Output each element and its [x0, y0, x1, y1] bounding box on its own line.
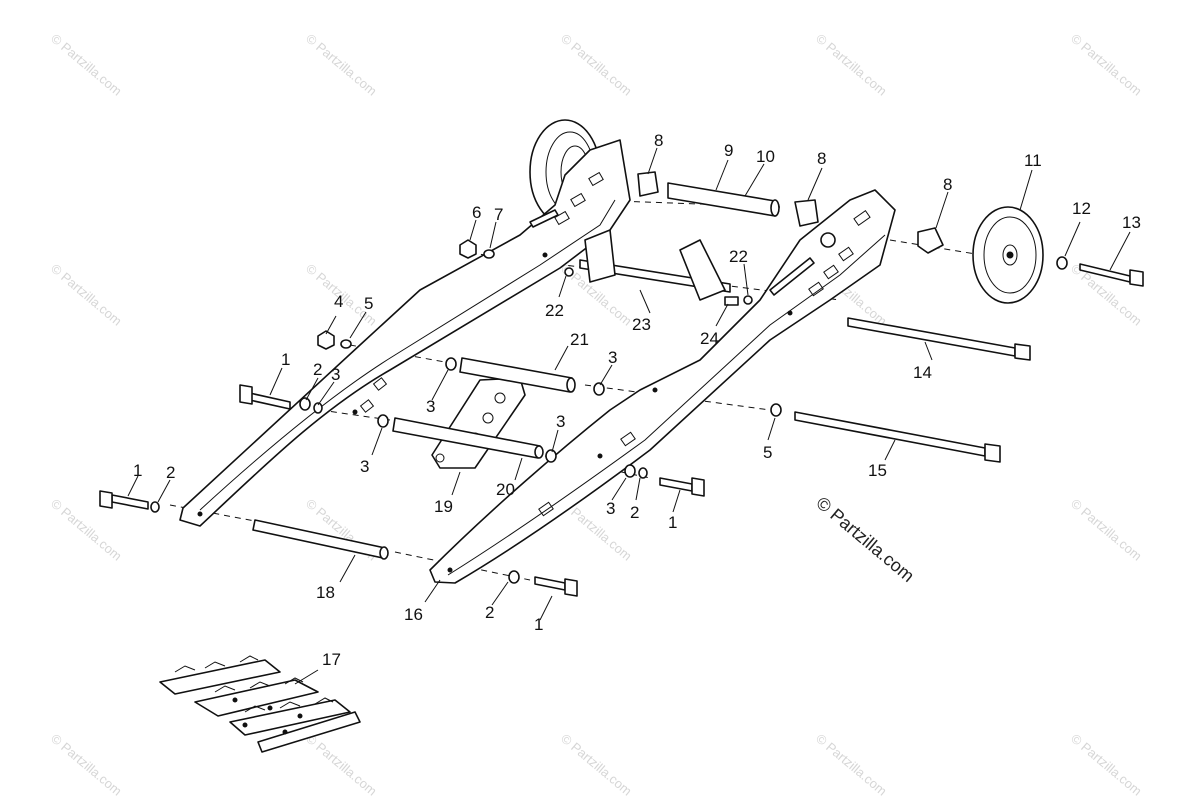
callout-19: 19: [434, 497, 453, 516]
top-shaft: [637, 171, 944, 254]
callout-11: 11: [1024, 151, 1042, 170]
callout-10: 10: [756, 147, 775, 166]
long-bolt-14: [847, 317, 1031, 361]
callout-5: 5: [364, 294, 373, 313]
callout-24: 24: [700, 329, 719, 348]
callout-3: 3: [608, 348, 617, 367]
watermark: © Partzilla.com: [48, 496, 125, 564]
callout-21: 21: [570, 330, 589, 349]
callout-12: 12: [1072, 199, 1091, 218]
shaft-18: [252, 519, 389, 560]
copyright-text: © Partzilla.com: [812, 493, 918, 586]
callout-1: 1: [534, 615, 543, 634]
callout-13: 13: [1122, 213, 1141, 232]
callout-17: 17: [322, 650, 341, 669]
callout-2: 2: [166, 463, 175, 482]
watermark: © Partzilla.com: [303, 31, 380, 99]
callout-8: 8: [654, 131, 663, 150]
hardware: [99, 209, 1144, 597]
watermark: © Partzilla.com: [813, 31, 890, 99]
callout-8: 8: [943, 175, 952, 194]
left-rail: [179, 139, 631, 527]
callout-20: 20: [496, 480, 515, 499]
callout-1: 1: [668, 513, 677, 532]
callout-1: 1: [133, 461, 142, 480]
callout-22: 22: [729, 247, 748, 266]
watermark: © Partzilla.com: [1068, 731, 1145, 799]
callout-3: 3: [426, 397, 435, 416]
long-bolt-15: [794, 411, 1001, 463]
watermark: © Partzilla.com: [558, 731, 635, 799]
callout-3: 3: [606, 499, 615, 518]
shaft-20: [392, 417, 544, 459]
callout-18: 18: [316, 583, 335, 602]
callout-2: 2: [485, 603, 494, 622]
callout-1: 1: [281, 350, 290, 369]
callout-2: 2: [313, 360, 322, 379]
watermark: © Partzilla.com: [303, 731, 380, 799]
cross-shaft: [579, 229, 731, 301]
callout-4: 4: [334, 292, 343, 311]
callout-6: 6: [472, 203, 481, 222]
watermark: © Partzilla.com: [1068, 496, 1145, 564]
callout-3: 3: [556, 412, 565, 431]
callout-15: 15: [868, 461, 887, 480]
callout-2: 2: [630, 503, 639, 522]
callout-8: 8: [817, 149, 826, 168]
callout-22: 22: [545, 301, 564, 320]
watermark: © Partzilla.com: [48, 731, 125, 799]
callout-9: 9: [724, 141, 733, 160]
track-clips: [159, 655, 361, 753]
callouts: 1 2 3 1 2 1 2 3 1 2 3 3 3 3 4 5 5 6 7 8 …: [133, 131, 1141, 669]
shock-bracket: [431, 377, 526, 469]
callout-5: 5: [763, 443, 772, 462]
callout-3: 3: [360, 457, 369, 476]
idler-wheel-right: [972, 206, 1044, 304]
leader-lines: [127, 147, 1131, 685]
callout-3: 3: [331, 365, 340, 384]
callout-16: 16: [404, 605, 423, 624]
watermark: © Partzilla.com: [48, 261, 125, 329]
callout-23: 23: [632, 315, 651, 334]
watermark: © Partzilla.com: [558, 31, 635, 99]
callout-14: 14: [913, 363, 932, 382]
callout-7: 7: [494, 205, 503, 224]
watermark: © Partzilla.com: [48, 31, 125, 99]
shaft-21: [459, 357, 576, 393]
watermark: © Partzilla.com: [813, 731, 890, 799]
watermark: © Partzilla.com: [1068, 31, 1145, 99]
